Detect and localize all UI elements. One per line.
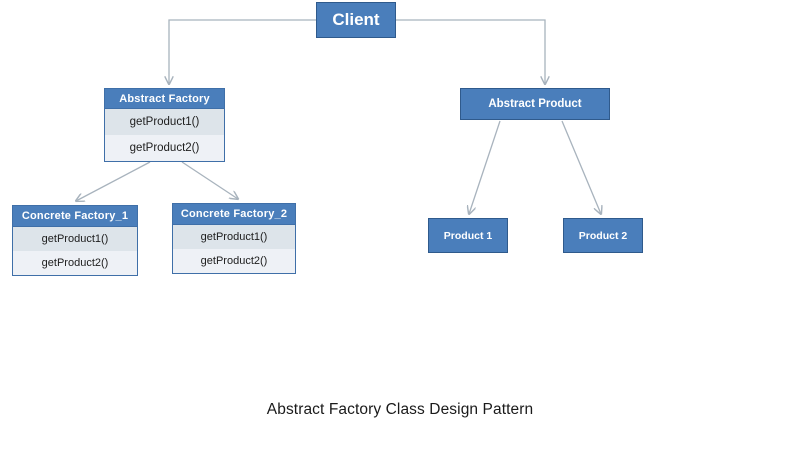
node-abstract-factory-method-2: getProduct2() <box>105 135 224 161</box>
node-abstract-factory[interactable]: Abstract Factory getProduct1() getProduc… <box>104 88 225 162</box>
node-abstract-product-label: Abstract Product <box>488 98 582 110</box>
diagram-caption: Abstract Factory Class Design Pattern <box>266 401 534 418</box>
node-abstract-product[interactable]: Abstract Product <box>460 88 610 120</box>
node-product-2[interactable]: Product 2 <box>563 218 643 253</box>
node-concrete-factory-1-title: Concrete Factory_1 <box>13 206 137 227</box>
edge-client-to-abstract-product <box>396 19 545 84</box>
node-concrete-factory-1-method-1: getProduct1() <box>13 227 137 251</box>
edge-client-to-abstract-factory <box>169 19 316 84</box>
node-client[interactable]: Client <box>316 2 396 38</box>
edge-abstract-factory-to-concrete-factory-2 <box>181 161 238 199</box>
node-concrete-factory-2-method-1: getProduct1() <box>173 225 295 249</box>
node-abstract-factory-title: Abstract Factory <box>105 89 224 109</box>
edge-abstract-product-to-product-2 <box>561 120 601 214</box>
node-abstract-factory-method-1: getProduct1() <box>105 109 224 135</box>
edge-abstract-product-to-product-1 <box>469 120 501 214</box>
node-product-1-label: Product 1 <box>443 229 493 242</box>
node-concrete-factory-2[interactable]: Concrete Factory_2 getProduct1() getProd… <box>172 203 296 274</box>
node-product-2-label: Product 2 <box>578 229 628 242</box>
edge-abstract-factory-to-concrete-factory-1 <box>76 161 151 201</box>
node-concrete-factory-2-title: Concrete Factory_2 <box>173 204 295 225</box>
node-concrete-factory-1[interactable]: Concrete Factory_1 getProduct1() getProd… <box>12 205 138 276</box>
node-client-label: Client <box>332 10 380 29</box>
node-product-1[interactable]: Product 1 <box>428 218 508 253</box>
node-concrete-factory-2-method-2: getProduct2() <box>173 249 295 273</box>
node-concrete-factory-1-method-2: getProduct2() <box>13 251 137 275</box>
